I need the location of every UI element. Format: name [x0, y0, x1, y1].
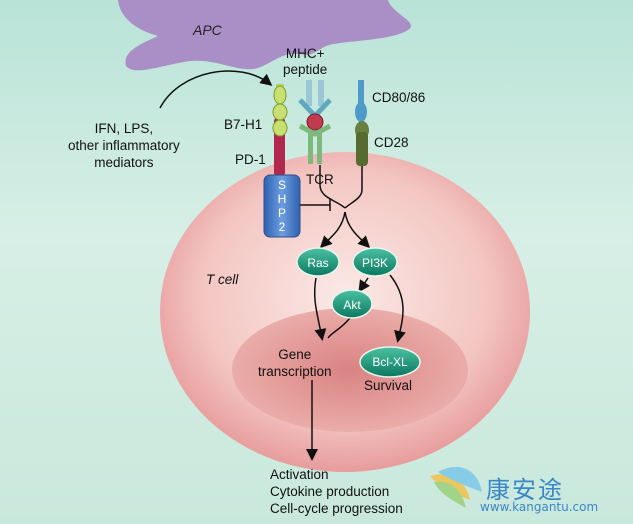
apc-label: APC [193, 22, 222, 38]
cd28-label: CD28 [374, 135, 409, 150]
arrow-to-pi3k [344, 211, 371, 249]
arrow-ras-gene [313, 277, 327, 341]
b7h1-label: B7-H1 [224, 117, 263, 132]
arrow-to-ras [319, 211, 346, 249]
ifn-arrow [159, 70, 273, 109]
tcr-line [319, 165, 346, 209]
cd80-label: CD80/86 [372, 90, 426, 105]
shp2-box [263, 174, 301, 238]
watermark-logo-icon [430, 466, 482, 508]
arrow-pi3k-bcl [389, 274, 406, 343]
mhc-molecule [298, 80, 332, 131]
arrow-akt-gene [327, 317, 351, 339]
bclxl-node [359, 346, 421, 378]
mhc-label: MHC+ peptide [283, 46, 328, 77]
pi3k-node [352, 247, 398, 277]
shp2-label: S H P 2 [277, 178, 287, 234]
inhibit-line [300, 199, 331, 211]
watermark-chinese: 康安途 [486, 476, 564, 504]
ras-node [296, 247, 340, 277]
nucleus [232, 308, 468, 432]
cd28-receptor [355, 121, 369, 166]
watermark-url: www.kangantu.com [480, 500, 599, 514]
tcell-label: T cell [206, 272, 239, 287]
b7h1-ligand [272, 84, 288, 137]
ras-label: Ras [307, 256, 329, 270]
tcr-receptor [298, 123, 332, 164]
pd1-label: PD-1 [235, 152, 266, 167]
survival-label: Survival [364, 378, 413, 393]
cd80-ligand [355, 80, 367, 122]
arrow-pi3k-akt [358, 277, 370, 293]
apc-cell-body [118, 0, 411, 71]
tcr-label: TCR [306, 172, 334, 187]
gene-transcription-label: Gene transcription [258, 347, 332, 379]
bclxl-label: Bcl-XL [372, 355, 408, 369]
akt-node [331, 289, 373, 319]
cd28-line [344, 166, 363, 209]
ifn-label: IFN, LPS, other inflammatory mediators [68, 121, 180, 170]
outcomes-label: Activation Cytokine production Cell-cycl… [270, 467, 403, 516]
pi3k-label: PI3K [361, 256, 388, 270]
akt-label: Akt [343, 298, 361, 312]
